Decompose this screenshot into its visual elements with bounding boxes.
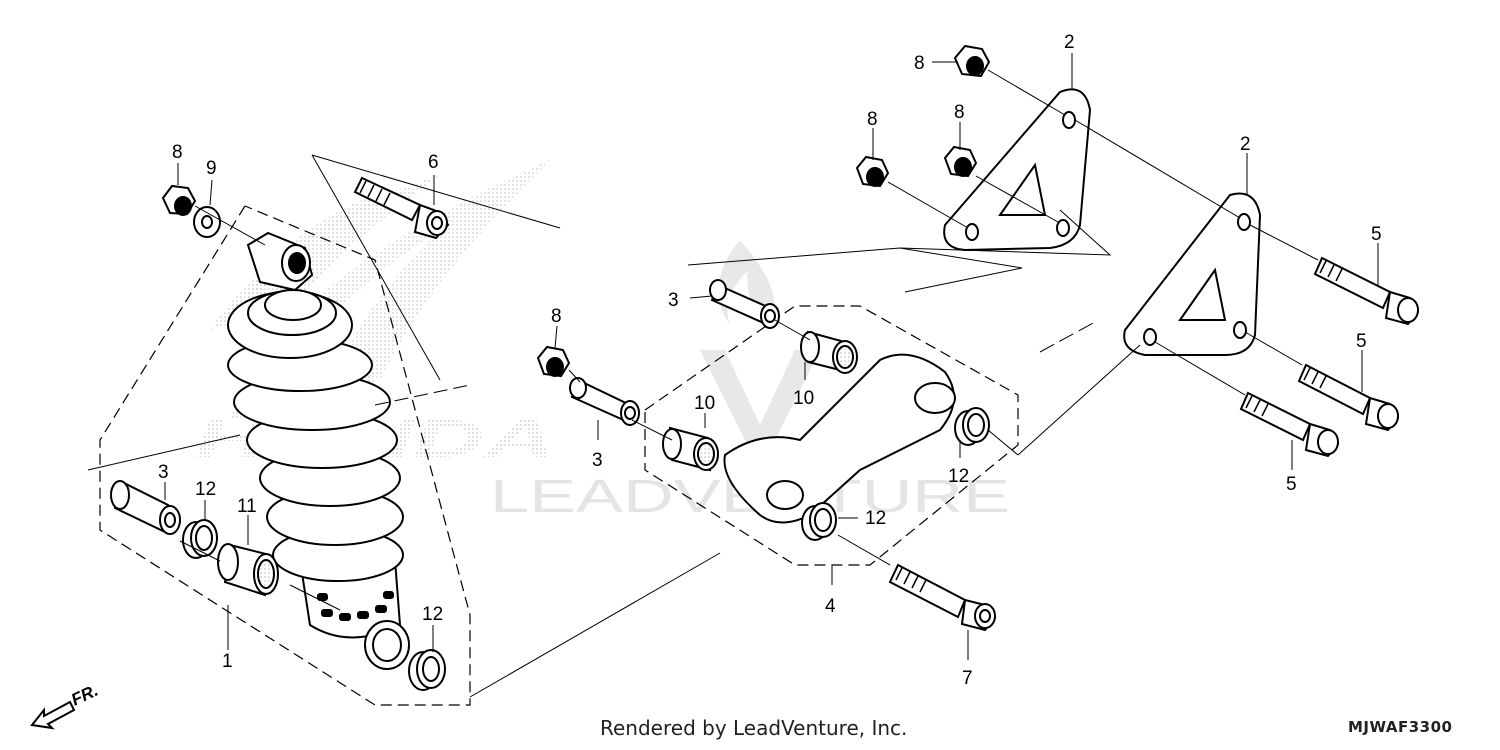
callout-8-shock: 8 [172, 142, 183, 163]
washer-9 [193, 206, 221, 238]
callout-9: 9 [206, 158, 217, 179]
callout-8-upper-top: 8 [914, 53, 925, 74]
callout-5-top: 5 [1371, 224, 1382, 245]
cushion-arm-4 [723, 353, 956, 524]
callout-8-arm: 8 [551, 306, 562, 327]
callout-3-left: 3 [158, 462, 169, 483]
callout-11: 11 [237, 496, 257, 517]
callout-3-middle: 3 [592, 450, 603, 471]
shock-group-boundary [99, 205, 471, 706]
bearing-11 [217, 543, 279, 597]
bolt-7 [888, 563, 997, 632]
dust-seal-12-arm-bottom [801, 502, 837, 541]
callout-12-bottom: 12 [422, 604, 443, 625]
callout-5-bottom: 5 [1286, 474, 1297, 495]
arrow-icon [30, 700, 76, 730]
callout-12-arm-right: 12 [948, 466, 969, 487]
nut-8-upper-mid [943, 145, 978, 178]
bearing-10-middle [662, 426, 719, 472]
nut-8-upper-top [953, 44, 991, 78]
dust-seal-12-bottom [408, 649, 446, 691]
bracket-2-upper [943, 88, 1092, 252]
nut-8-upper-left [855, 155, 890, 188]
callout-6: 6 [428, 152, 439, 173]
front-label: FR. [68, 681, 101, 710]
dust-seal-12-left [182, 519, 218, 559]
callout-10-top: 10 [793, 388, 814, 409]
callout-labels: 1 2 2 3 3 3 4 5 5 5 6 7 8 8 8 8 8 9 10 1… [158, 32, 1382, 689]
callout-7: 7 [962, 668, 973, 689]
collar-3-top [709, 279, 780, 329]
callout-2-lower: 2 [1240, 134, 1251, 155]
callout-12-left: 12 [195, 479, 216, 500]
collar-3-left [110, 480, 181, 535]
callout-5-mid: 5 [1356, 331, 1367, 352]
callout-1: 1 [222, 651, 233, 672]
bearing-10-top [800, 330, 858, 374]
collar-3-middle [569, 377, 640, 426]
callout-10-middle: 10 [694, 393, 715, 414]
front-direction-arrow: FR. [30, 681, 101, 730]
bracket-2-lower [1123, 192, 1262, 356]
callout-3-top: 3 [668, 290, 679, 311]
bracket-leader-lines [687, 53, 1379, 470]
bolt-5-mid [1297, 363, 1400, 432]
arm-group-boundary [644, 305, 1019, 566]
callout-2-upper: 2 [1064, 32, 1075, 53]
diagram-code: MJWAF3300 [1348, 718, 1453, 736]
bolt-5-top [1313, 256, 1420, 326]
callout-8-upper-left: 8 [867, 109, 878, 130]
callout-12-arm-bottom: 12 [865, 508, 886, 529]
bolt-5-bottom [1239, 391, 1340, 458]
arm-leader-lines [554, 295, 1019, 660]
nut-8-top-left [161, 184, 197, 216]
callout-4: 4 [825, 596, 836, 617]
nut-8-middle [536, 345, 571, 378]
callout-8-upper-mid: 8 [954, 102, 965, 123]
dust-seal-12-arm-right [954, 407, 990, 446]
rendered-by-credit: Rendered by LeadVenture, Inc. [600, 716, 908, 740]
shock-absorber [227, 231, 410, 670]
shock-leader-lines [87, 154, 721, 698]
bolt-6 [353, 176, 450, 240]
